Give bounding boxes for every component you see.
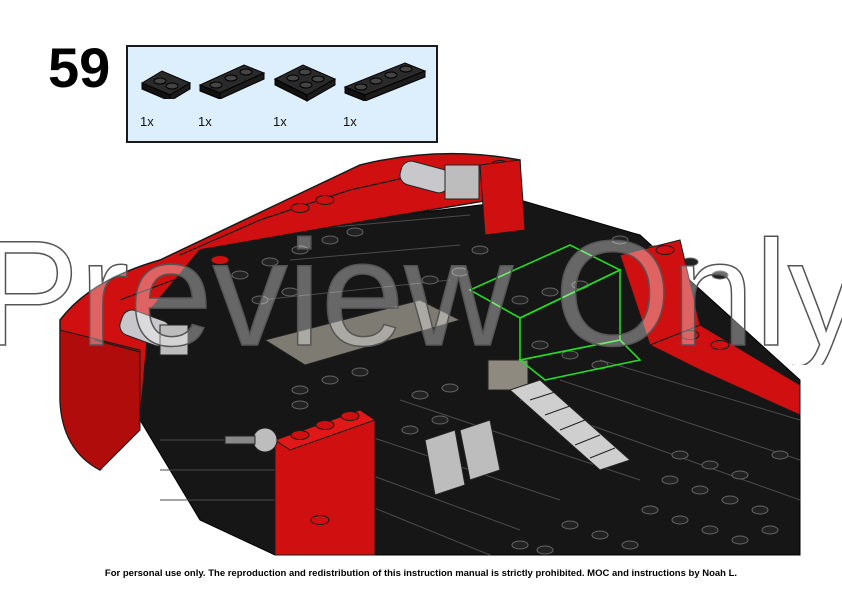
- part-qty: 1x: [198, 114, 212, 129]
- copyright-footer: For personal use only. The reproduction …: [104, 568, 738, 579]
- shock-absorber-icon: [119, 160, 480, 356]
- black-plate-1x4-icon: [343, 59, 427, 101]
- black-plate-1x3-icon: [198, 59, 266, 99]
- part-qty: 1x: [140, 114, 154, 129]
- part-qty: 1x: [343, 114, 357, 129]
- new-parts-highlight: [468, 244, 642, 381]
- black-plate-2x2-icon: [273, 59, 337, 103]
- assembly-model-illustration: [59, 152, 801, 556]
- part-qty: 1x: [273, 114, 287, 129]
- parts-callout: 1x 1x 1x: [126, 45, 438, 143]
- step-number: 59: [48, 36, 111, 99]
- black-plate-1x2-icon: [140, 59, 192, 99]
